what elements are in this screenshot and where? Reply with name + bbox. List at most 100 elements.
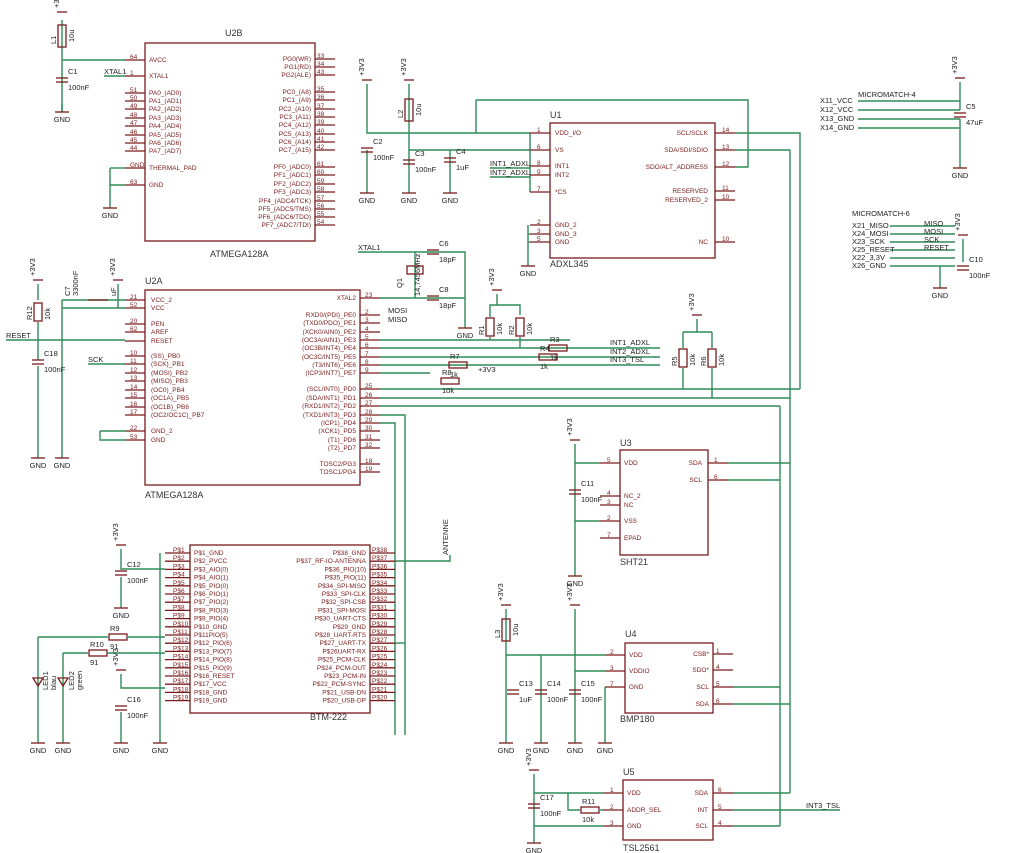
pin-number: P$28 bbox=[372, 629, 388, 636]
capacitor-name: C6 bbox=[439, 239, 449, 248]
capacitor-name: C11 bbox=[581, 479, 594, 488]
pin-number: P$11 bbox=[173, 629, 188, 636]
supply-label: +3V3 bbox=[399, 58, 408, 76]
pin-name: P$12_PIO(6) bbox=[194, 640, 232, 647]
ground-label: GND bbox=[30, 746, 47, 755]
pin-number: 43 bbox=[317, 69, 325, 76]
led2-color: green bbox=[75, 671, 84, 690]
u2b-name: U2B bbox=[225, 28, 243, 38]
capacitor-value: 1uF bbox=[456, 163, 469, 172]
pin-name: PEN bbox=[151, 321, 165, 328]
capacitor-name: C14 bbox=[547, 679, 561, 688]
ground-label: GND bbox=[54, 461, 71, 470]
pin-name: P$23_PCM-IN bbox=[324, 673, 366, 680]
pin-number: 6 bbox=[365, 342, 369, 349]
capacitor-value: 100nF bbox=[127, 711, 149, 720]
net-wire bbox=[380, 422, 396, 735]
u2a-value: ATMEGA128A bbox=[145, 490, 203, 500]
pin-number: P$8 bbox=[173, 604, 185, 611]
resistor-body bbox=[707, 348, 717, 368]
pin-number: 53 bbox=[130, 434, 138, 441]
pin-number: 21 bbox=[130, 294, 138, 301]
pin-number: GND bbox=[130, 162, 145, 169]
supply-label: +3V3 bbox=[111, 648, 120, 666]
pin-name: (ICP3/INT7)_PE7 bbox=[305, 370, 356, 377]
wires bbox=[6, 20, 964, 843]
pin-name: PC7_(A15) bbox=[279, 147, 311, 154]
crystal-q1 bbox=[406, 265, 424, 275]
pin-name: VCC_2 bbox=[151, 297, 172, 304]
resistor-name: R10 bbox=[90, 640, 104, 649]
ground-label: GND bbox=[597, 746, 614, 755]
pin-name: AVCC bbox=[149, 57, 167, 64]
pin-name: PC2_(A10) bbox=[279, 106, 311, 113]
pin-name: VDD_I/O bbox=[555, 130, 581, 137]
net-wire bbox=[496, 294, 521, 315]
pin-number: 57 bbox=[317, 195, 325, 202]
supply-label: +3V3 bbox=[953, 213, 962, 231]
pin-number: P$32 bbox=[372, 596, 388, 603]
pin-name: (TXD1/INT3)_PD3 bbox=[303, 412, 356, 419]
pin-name: P$9_PIO(4) bbox=[194, 616, 228, 623]
net-wire bbox=[574, 609, 605, 672]
pin-number: 10 bbox=[130, 350, 138, 357]
pin-number: 30 bbox=[365, 425, 373, 432]
pin-name: PF4_(ADC4/TCK) bbox=[259, 198, 311, 205]
pin-name: (OC3A/AIN1)_PE3 bbox=[302, 337, 357, 344]
crystal-name: Q1 bbox=[395, 278, 404, 288]
capacitor-value: 100nF bbox=[581, 495, 603, 504]
pin-name: (OC0)_PB4 bbox=[151, 387, 185, 394]
net-label-miso-mm6: MISO bbox=[924, 219, 943, 228]
pin-name: INT2 bbox=[555, 172, 569, 179]
pin-name: P$16_RESET bbox=[194, 673, 234, 680]
pin-name: P$8_PIO(3) bbox=[194, 607, 228, 614]
ground-label: GND bbox=[442, 196, 459, 205]
pin-number: 3 bbox=[607, 499, 611, 506]
pin-number: 12 bbox=[130, 367, 138, 374]
pin-name: SDA bbox=[689, 460, 703, 467]
pin-number: 54 bbox=[317, 219, 325, 226]
pin-number: 2 bbox=[365, 309, 369, 316]
pin-number: P$12 bbox=[173, 637, 189, 644]
pin-number: P$26 bbox=[372, 645, 388, 652]
pin-number: 13 bbox=[722, 144, 730, 151]
resistor-name: R1 bbox=[477, 325, 486, 335]
pin-number: 47 bbox=[130, 120, 138, 127]
resistor-body bbox=[440, 377, 460, 385]
pin-name: (OC1B)_PB6 bbox=[151, 404, 189, 411]
pin-number: 1 bbox=[716, 648, 720, 655]
u1-value: ADXL345 bbox=[550, 259, 589, 269]
ground-label: GND bbox=[533, 746, 550, 755]
pin-number: P$24 bbox=[372, 662, 388, 669]
pin-name: TOSC1/PG4 bbox=[320, 469, 357, 476]
pin-name: *CS bbox=[555, 189, 567, 196]
pin-name: (XCK0/AIN0)_PE2 bbox=[303, 329, 357, 336]
pin-name: VDD bbox=[629, 652, 643, 659]
pin-name: P$32_SPI-CSB bbox=[321, 599, 366, 606]
pin-name: (RXD1/INT2)_PD2 bbox=[302, 403, 356, 410]
u3-body bbox=[619, 449, 709, 556]
pin-number: P$1 bbox=[173, 547, 185, 554]
pin-name: INT1 bbox=[555, 163, 569, 170]
pin-number: 1 bbox=[714, 457, 718, 464]
pin-name: SDA bbox=[695, 790, 709, 797]
pin-name: P$29_GND bbox=[333, 624, 367, 631]
resistor-body bbox=[88, 649, 108, 657]
pin-number: 49 bbox=[130, 103, 138, 110]
pin-number: 62 bbox=[130, 326, 138, 333]
pin-number: 7 bbox=[610, 681, 614, 688]
pin-number: P$16 bbox=[173, 670, 189, 677]
pin-name: (XCK1)_PD5 bbox=[318, 428, 356, 435]
resistor-value: 10k bbox=[688, 354, 697, 366]
pin-number: P$7 bbox=[173, 596, 185, 603]
connector-x24: X24_MOSI bbox=[852, 229, 889, 238]
pin-number: 8 bbox=[365, 359, 369, 366]
pin-number: P$4 bbox=[173, 572, 185, 579]
pin-name: (SCK)_PB1 bbox=[151, 361, 185, 368]
pin-name: SDA bbox=[696, 701, 710, 708]
net-label-miso: MISO bbox=[388, 315, 407, 324]
ground-label: GND bbox=[498, 746, 515, 755]
connector-x25: X25_RESET bbox=[852, 245, 895, 254]
net-label-mosi-mm6: MOSI bbox=[924, 227, 943, 236]
u5-name: U5 bbox=[623, 767, 635, 777]
